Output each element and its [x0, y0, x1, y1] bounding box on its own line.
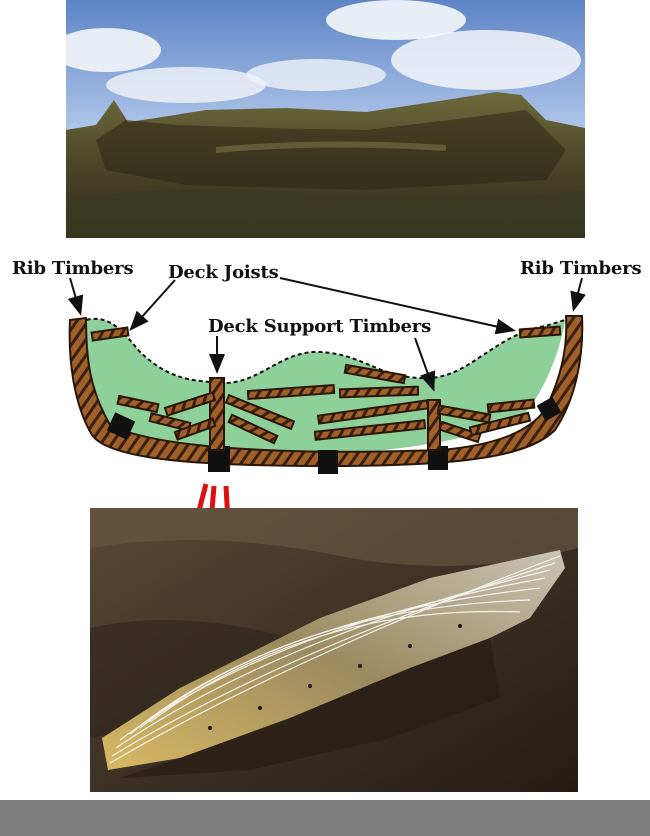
deck-joists-leader-right [279, 277, 516, 335]
deck-support-timber [209, 377, 225, 451]
deck-joists-label: Deck Joists [168, 262, 279, 283]
keel-block [208, 446, 230, 472]
deck-support-timbers-label: Deck Support Timbers [208, 316, 432, 337]
support-leader-right [414, 337, 436, 392]
rib-right-leader [570, 277, 586, 312]
rib-timbers-hull [68, 315, 584, 468]
footer-band [0, 800, 650, 836]
keel-block [318, 450, 338, 474]
deck-joists-leader-left [129, 279, 176, 331]
formation-photo-bottom [90, 508, 578, 792]
projection-arrows [138, 483, 255, 708]
keel-block [536, 396, 562, 422]
rib-left-leader [67, 277, 84, 316]
rib-timbers-label-right: Rib Timbers [520, 258, 642, 279]
keel-block [106, 412, 136, 440]
hull-cross-section-diagram: Rib Timbers Deck Joists Rib Timbers Deck… [0, 240, 650, 708]
rib-timbers-label-left: Rib Timbers [12, 258, 134, 279]
formation-photo-top [66, 0, 585, 238]
keel-block [428, 446, 448, 470]
ship-formation [102, 550, 565, 770]
deck-joists [90, 325, 562, 445]
